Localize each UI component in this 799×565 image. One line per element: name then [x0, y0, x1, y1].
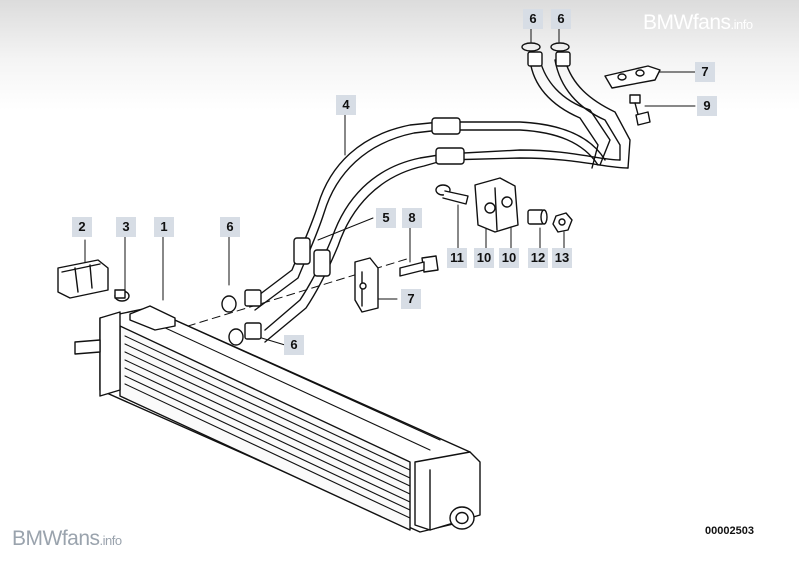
watermark-top: BMWfans.info: [643, 11, 753, 35]
hose-lines: [244, 51, 631, 343]
leader-lines: [84, 26, 699, 346]
watermark-top-suffix: .info: [730, 17, 754, 32]
bolt-11: [435, 184, 469, 205]
clamp-7-lower: [354, 257, 379, 313]
callout-13: 13: [552, 248, 572, 268]
callout-10-right: 10: [499, 248, 519, 268]
callout-8: 8: [402, 208, 422, 228]
callout-9: 9: [697, 96, 717, 116]
callout-2: 2: [72, 217, 92, 237]
bracket: [57, 259, 109, 299]
nut-13: [552, 212, 573, 233]
watermark-top-name: BMWfans: [643, 11, 731, 34]
screw-3: [114, 289, 130, 302]
callout-6-bottom: 6: [284, 335, 304, 355]
watermark-bottom-suffix: .info: [99, 533, 123, 548]
bolt-9: [629, 94, 651, 126]
callout-5: 5: [376, 208, 396, 228]
bolt-8: [399, 255, 439, 277]
drawing-number: 00002503: [705, 525, 754, 537]
callout-7-lower: 7: [401, 289, 421, 309]
callout-7-upper: 7: [695, 62, 715, 82]
callout-6-left: 6: [220, 217, 240, 237]
sleeve-12: [527, 209, 548, 225]
callout-10-left: 10: [474, 248, 494, 268]
clamp-7-upper: [604, 65, 661, 89]
oil-cooler: [74, 305, 481, 533]
clamp-10: [474, 177, 519, 233]
callout-12: 12: [528, 248, 548, 268]
callout-4: 4: [336, 95, 356, 115]
callout-6-top-left: 6: [523, 9, 543, 29]
callout-1: 1: [154, 217, 174, 237]
watermark-bottom: BMWfans.info: [12, 527, 122, 551]
watermark-bottom-name: BMWfans: [12, 527, 100, 550]
callout-3: 3: [116, 217, 136, 237]
callout-11: 11: [447, 248, 467, 268]
o-rings: [221, 42, 570, 346]
callout-6-top-right: 6: [551, 9, 571, 29]
